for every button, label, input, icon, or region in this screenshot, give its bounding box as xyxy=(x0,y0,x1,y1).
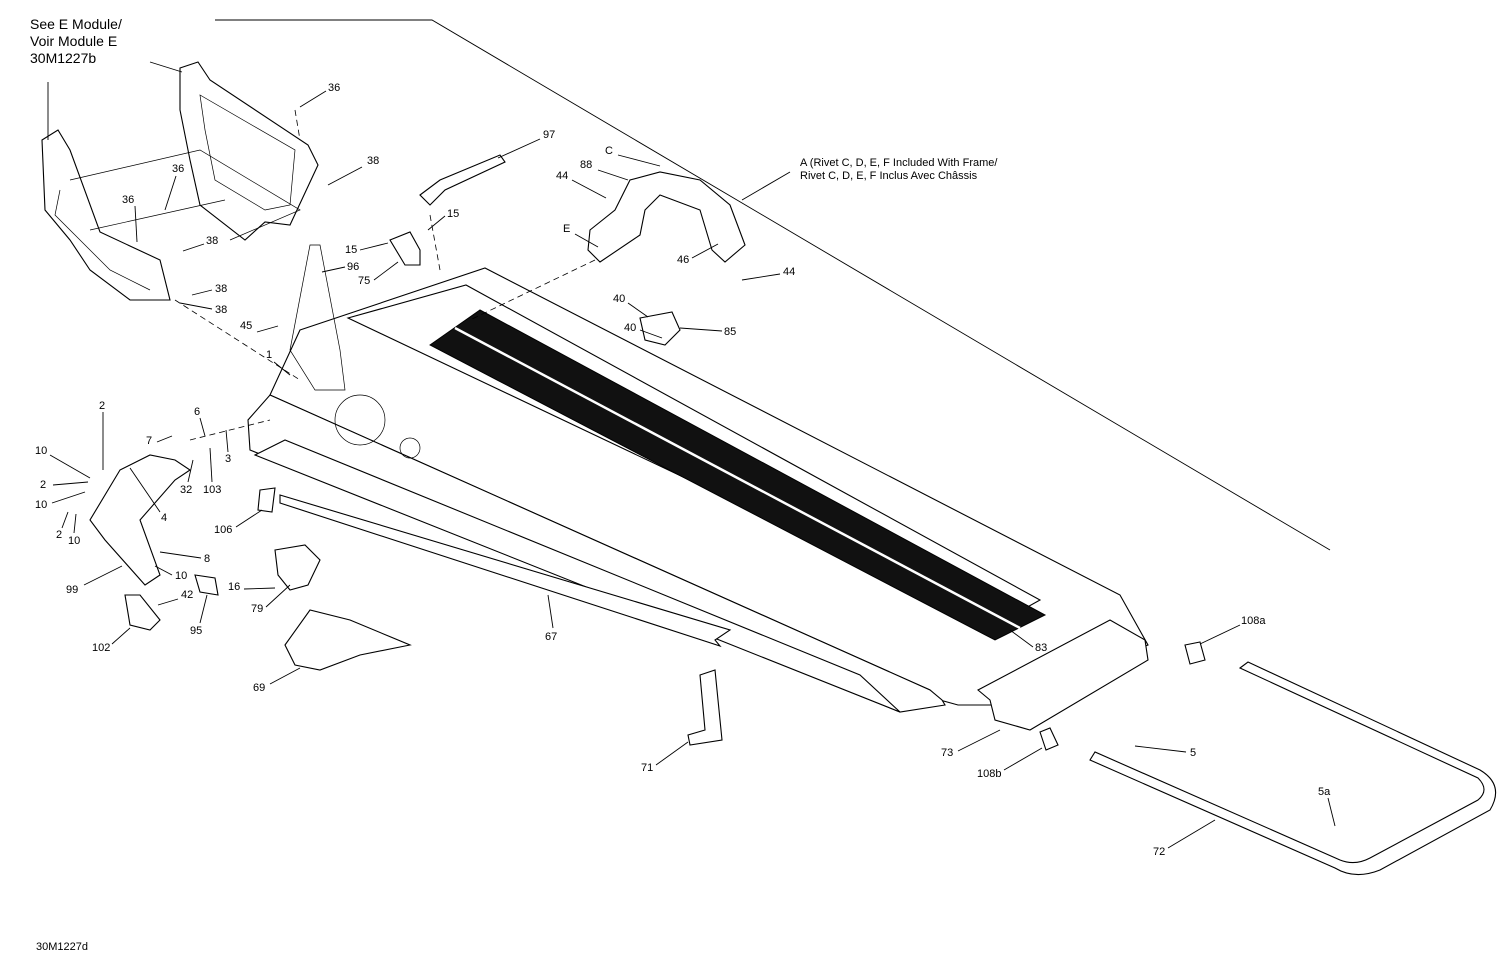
rear-bumper xyxy=(1089,661,1497,876)
bracket-71 xyxy=(687,669,723,746)
module-reference-line-2: Voir Module E xyxy=(30,32,118,49)
callout-10-b: 10 xyxy=(35,499,47,511)
callout-44-a: 44 xyxy=(556,170,568,182)
callout-36-c: 36 xyxy=(122,194,134,206)
rivet-note-line-1: A (Rivet C, D, E, F Included With Frame/ xyxy=(800,157,998,169)
callout-95: 95 xyxy=(190,625,202,637)
callout-40-a: 40 xyxy=(613,293,625,305)
callout-72: 72 xyxy=(1153,846,1165,858)
bracket-75 xyxy=(389,231,421,266)
callout-36-a: 36 xyxy=(328,82,340,94)
callout-7: 7 xyxy=(146,435,152,447)
callout-106: 106 xyxy=(214,524,232,536)
callout-10-c: 10 xyxy=(68,535,80,547)
callout-10-d: 10 xyxy=(175,570,187,582)
callout-67: 67 xyxy=(545,631,557,643)
callout-88: 88 xyxy=(580,159,592,171)
callout-38-c: 38 xyxy=(215,283,227,295)
module-reference-note: See E Module/ Voir Module E 30M1227b xyxy=(30,16,122,66)
callout-2-c: 2 xyxy=(56,529,62,541)
callout-38-a: 38 xyxy=(367,155,379,167)
callout-4: 4 xyxy=(161,512,167,524)
callout-85: 85 xyxy=(724,326,736,338)
plate-95 xyxy=(194,574,219,596)
footrest-79 xyxy=(274,544,321,591)
callout-96: 96 xyxy=(347,261,359,273)
callout-10-a: 10 xyxy=(35,445,47,457)
callout-c: C xyxy=(605,145,613,157)
callout-2-b: 2 xyxy=(40,479,46,491)
callout-44-b: 44 xyxy=(783,266,795,278)
callout-5a: 5a xyxy=(1318,786,1331,798)
callout-38-b: 38 xyxy=(206,235,218,247)
callout-45: 45 xyxy=(240,320,252,332)
callout-labels: 36 38 36 36 38 38 38 97 C 88 44 E 46 44 … xyxy=(35,82,1336,858)
callout-108b: 108b xyxy=(977,768,1001,780)
callout-83: 83 xyxy=(1035,642,1047,654)
callout-e: E xyxy=(563,223,570,235)
callout-8: 8 xyxy=(204,553,210,565)
footrest-69 xyxy=(284,609,412,671)
rivet-note-line-2: Rivet C, D, E, F Inclus Avec Châssis xyxy=(800,170,978,183)
clip-108b xyxy=(1039,727,1059,751)
tunnel-assembly xyxy=(247,244,1149,731)
bracket-106 xyxy=(257,487,276,513)
callout-40-b: 40 xyxy=(624,322,636,334)
callout-1: 1 xyxy=(266,349,272,361)
misc-parts xyxy=(89,154,1206,751)
clip-108a xyxy=(1184,641,1206,665)
rivet-note: A (Rivet C, D, E, F Included With Frame/… xyxy=(800,157,997,183)
callout-75: 75 xyxy=(358,275,370,287)
callout-102: 102 xyxy=(92,642,110,654)
bracket-97 xyxy=(419,154,506,206)
callout-69: 69 xyxy=(253,682,265,694)
callout-97: 97 xyxy=(543,129,555,141)
callout-71: 71 xyxy=(641,762,653,774)
callout-6: 6 xyxy=(194,406,200,418)
callout-46: 46 xyxy=(677,254,689,266)
module-reference-line-3: 30M1227b xyxy=(30,49,97,66)
rivet-note-leader xyxy=(741,171,791,201)
bracket-102 xyxy=(124,594,161,631)
callout-108a: 108a xyxy=(1241,615,1266,627)
callout-5: 5 xyxy=(1190,747,1196,759)
front-bulkhead-module xyxy=(41,61,319,301)
callout-32: 32 xyxy=(180,484,192,496)
callout-15-b: 15 xyxy=(345,244,357,256)
bracket-85 xyxy=(639,311,681,346)
callout-99: 99 xyxy=(66,584,78,596)
frame-outline-line xyxy=(215,19,1331,551)
callout-103: 103 xyxy=(203,484,221,496)
callout-38-d: 38 xyxy=(215,304,227,316)
diagram-code: 30M1227d xyxy=(36,941,88,953)
callout-73: 73 xyxy=(941,747,953,759)
callout-42: 42 xyxy=(181,589,193,601)
steering-support-99 xyxy=(89,454,191,586)
callout-15-a: 15 xyxy=(447,208,459,220)
rear-bracket-c xyxy=(587,171,746,263)
callout-3: 3 xyxy=(225,453,231,465)
callout-2-a: 2 xyxy=(99,400,105,412)
module-reference-line-1: See E Module/ xyxy=(30,16,122,32)
callout-16: 16 xyxy=(228,581,240,593)
callout-79: 79 xyxy=(251,603,263,615)
callout-36-b: 36 xyxy=(172,163,184,175)
